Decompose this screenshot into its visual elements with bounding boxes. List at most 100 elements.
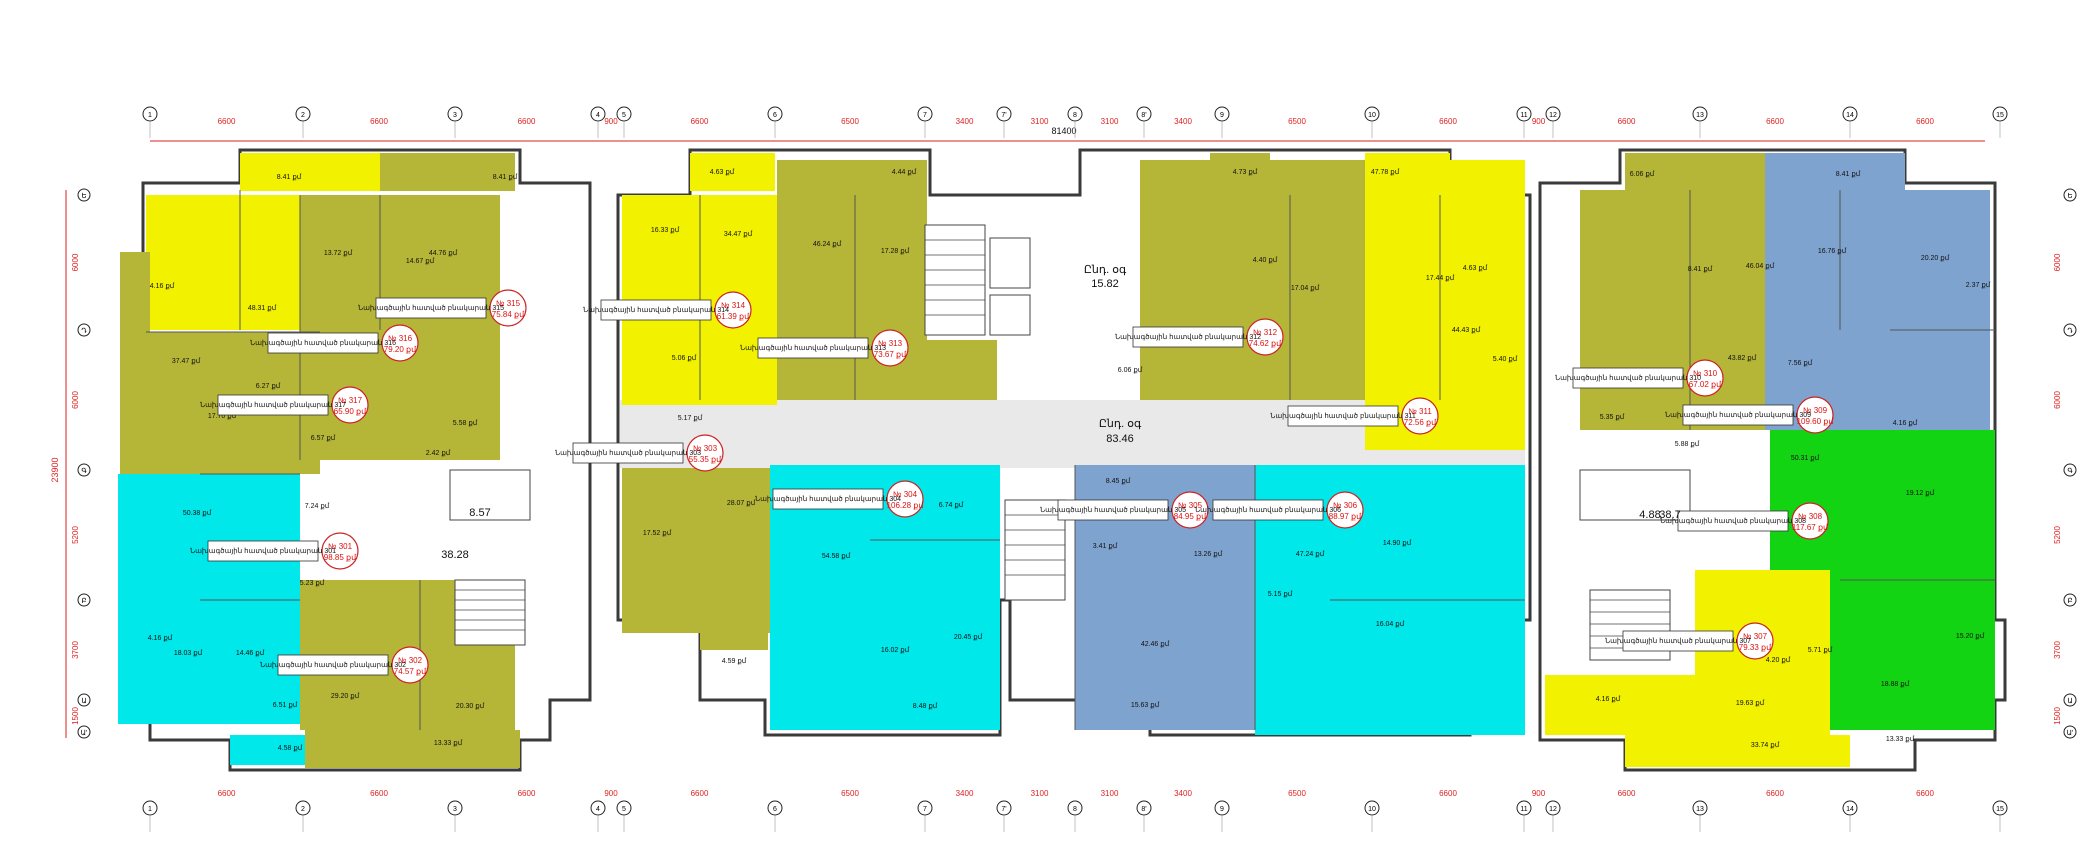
corridor-area: 83.46: [1106, 433, 1134, 445]
axis-marker-10: [1364, 106, 1380, 122]
row-span-label: 6000: [2053, 391, 2062, 409]
apartment-number: № 315: [496, 299, 521, 308]
apt-303-zone[interactable]: [622, 468, 770, 633]
axis-label: 6: [773, 112, 777, 119]
apt-310-zone[interactable]: [1580, 190, 1765, 430]
room-area-label: 15.20 քմ: [1956, 632, 1985, 640]
apt-317-balcony: [120, 252, 150, 332]
apt-309-zone[interactable]: [1765, 190, 1990, 430]
axis-span-label: 6600: [218, 789, 236, 798]
apartment-badge-circle: [1791, 502, 1829, 540]
left-overall-label: 23900: [50, 457, 60, 482]
wing-left: [118, 148, 592, 772]
apartment-caption: Նախագծային հատված բնակարան 302: [260, 661, 406, 669]
room-area-label: 13.33 քմ: [1886, 735, 1915, 743]
apartment-badge-circle: [489, 289, 527, 327]
row-marker-1: [77, 323, 91, 337]
lift-left-area: 8.57: [469, 507, 490, 519]
room-area-label: 2.42 քմ: [426, 449, 451, 457]
axis-marker-4: [590, 800, 606, 816]
apartment-caption-box: [267, 332, 379, 354]
room-area-label: 4.16 քմ: [150, 282, 175, 290]
apartment-caption: Նախագծային հատված բնակարան 313: [740, 344, 886, 352]
axis-label: 13: [1696, 112, 1704, 119]
row-label: Ե: [81, 192, 86, 200]
apartment-caption-box: [277, 654, 389, 676]
room-area-label: 50.38 քմ: [183, 509, 212, 517]
apartment-badge-circle: [391, 646, 429, 684]
apartment-caption-box: [217, 394, 329, 416]
axis-label: 8': [1141, 806, 1146, 813]
apt-307-bedroom: [1545, 675, 1695, 735]
axis-marker-7: [917, 106, 933, 122]
apt-301-zone[interactable]: [118, 474, 300, 724]
room-area-label: 3.41 քմ: [1093, 542, 1118, 550]
axis-label: 15: [1996, 112, 2004, 119]
apt-301-balcony: [230, 735, 305, 765]
apt-311-zone[interactable]: [1365, 160, 1525, 450]
axis-marker-8: [1067, 106, 1083, 122]
axis-marker-5: [616, 800, 632, 816]
room-area-label: 17.28 քմ: [881, 247, 910, 255]
apartment-number: № 306: [1333, 501, 1358, 510]
room-area-label: 14.90 քմ: [1383, 539, 1412, 547]
axis-marker-15: [1992, 106, 2008, 122]
room-area-label: 15.63 քմ: [1131, 701, 1160, 709]
apartment-area: 79.33 քմ: [1739, 643, 1772, 652]
apartment-number: № 316: [388, 334, 413, 343]
apartment-badge-circle: [686, 434, 724, 472]
room-area-label: 17.44 քմ: [1426, 274, 1455, 282]
apartment-number: № 302: [398, 656, 423, 665]
room-area-label: 46.24 քմ: [813, 240, 842, 248]
axis-marker-4: [590, 106, 606, 122]
axis-span-label: 6600: [1916, 789, 1934, 798]
room-area-label: 34.47 քմ: [724, 230, 753, 238]
apt-316-zone[interactable]: [146, 195, 301, 330]
apartment-area: 117.67 քմ: [1792, 523, 1829, 532]
apt-313-zone[interactable]: [777, 160, 927, 400]
apartment-number: № 314: [721, 301, 746, 310]
axis-span-label: 6600: [370, 117, 388, 126]
axis-marker-1: [142, 106, 158, 122]
room-area-label: 5.17 քմ: [678, 414, 703, 422]
apartment-badge-circle: [871, 329, 909, 367]
apartment-caption: Նախագծային հատված բնակարան 306: [1195, 506, 1341, 514]
apt-312-zone[interactable]: [1140, 160, 1365, 400]
axis-label: 8: [1073, 806, 1077, 813]
axis-marker-7': [996, 800, 1012, 816]
left-overall-dimension: 23900: [50, 190, 67, 738]
apartment-number: № 301: [328, 542, 353, 551]
room-area-label: 17.52 քմ: [643, 529, 672, 537]
apartment-caption-box: [1132, 326, 1244, 348]
room-area-label: 6.27 քմ: [256, 382, 281, 390]
room-area-label: 5.15 քմ: [1268, 590, 1293, 598]
axis-marker-3: [447, 800, 463, 816]
apartment-caption: Նախագծային հատված բնակարան 303: [555, 449, 701, 457]
wing-center: [616, 148, 1532, 737]
room-area-label: 37.47 քմ: [172, 357, 201, 365]
room-area-label: 6.74 քմ: [939, 501, 964, 509]
stair-left: [454, 579, 526, 646]
apartment-number: № 310: [1693, 369, 1718, 378]
axis-label: 11: [1520, 112, 1527, 119]
axis-label: 11: [1520, 806, 1527, 813]
wing-right: [1538, 148, 2007, 772]
